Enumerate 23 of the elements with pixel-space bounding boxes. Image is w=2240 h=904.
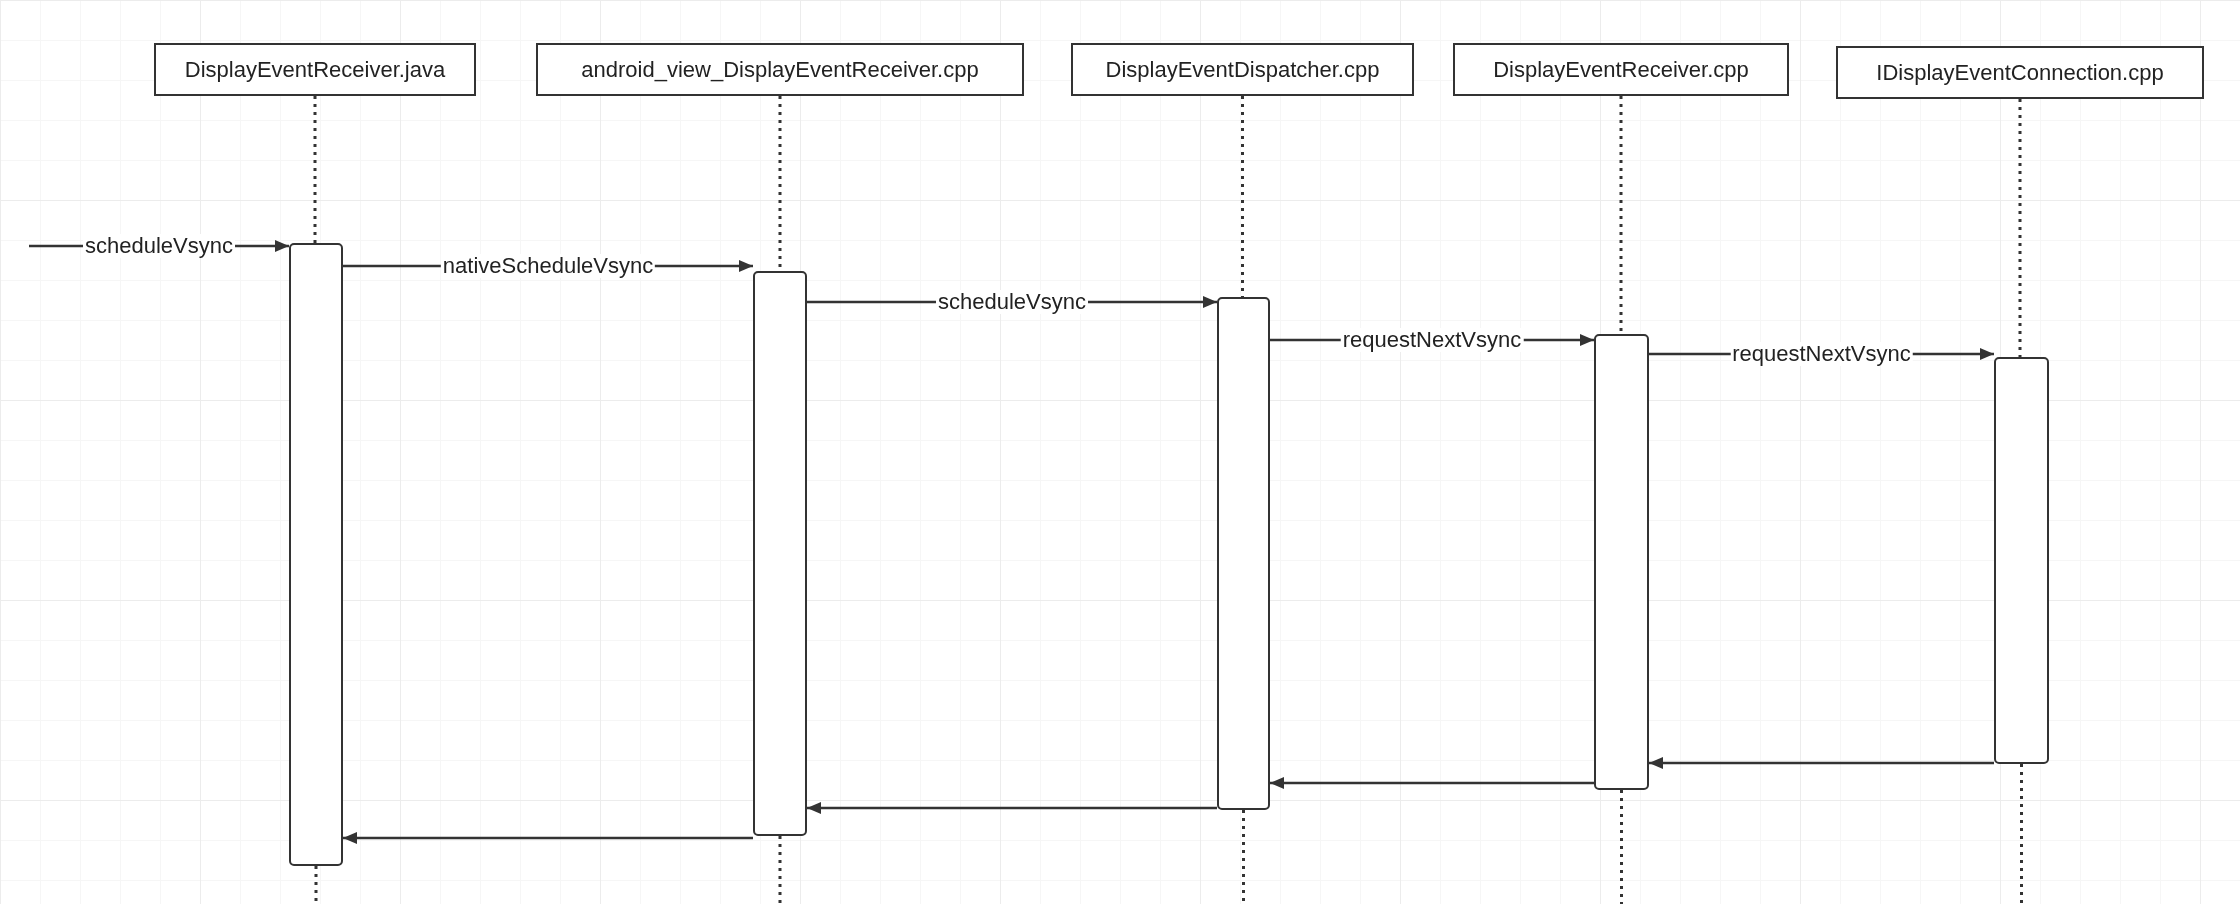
lifeline — [1619, 96, 1623, 334]
activation-bar — [753, 271, 807, 836]
lifeline — [313, 96, 317, 243]
lifeline — [1241, 96, 1244, 297]
edge-label: requestNextVsync — [1340, 328, 1524, 352]
edge-label: nativeScheduleVsync — [440, 254, 656, 278]
edge-label: requestNextVsync — [1730, 342, 1913, 366]
edge-label: scheduleVsync — [83, 234, 235, 258]
lifeline-header: DisplayEventDispatcher.cpp — [1071, 43, 1414, 96]
lifeline-header: IDisplayEventConnection.cpp — [1836, 46, 2204, 99]
lifeline-header: DisplayEventReceiver.cpp — [1453, 43, 1789, 96]
lifeline-header: android_view_DisplayEventReceiver.cpp — [536, 43, 1024, 96]
message-arrow — [1270, 777, 1594, 789]
message-arrow — [807, 802, 1217, 814]
message-arrow — [343, 832, 753, 844]
edge-label: scheduleVsync — [936, 290, 1088, 314]
activation-bar — [1594, 334, 1649, 790]
lifeline — [2018, 99, 2022, 357]
message-arrow — [1649, 757, 1994, 769]
lifeline-header: DisplayEventReceiver.java — [154, 43, 476, 96]
activation-bar — [289, 243, 343, 866]
activation-bar — [1217, 297, 1270, 810]
activation-bar — [1994, 357, 2049, 764]
